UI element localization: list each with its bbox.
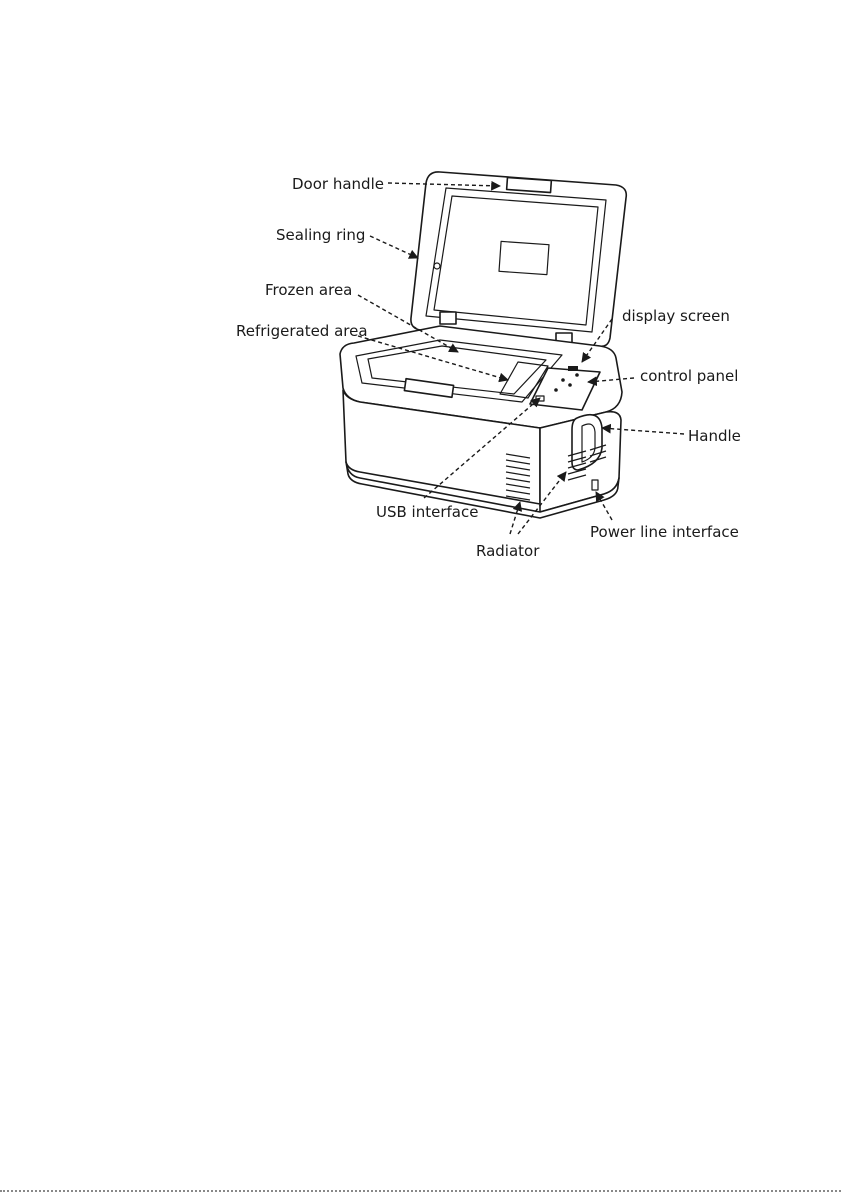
- label-door-handle: Door handle: [292, 175, 384, 193]
- label-sealing-ring: Sealing ring: [276, 226, 365, 244]
- label-power-line-interface: Power line interface: [590, 523, 739, 541]
- leader-sealing-ring: [370, 236, 418, 258]
- label-control-panel: control panel: [640, 367, 738, 385]
- label-display-screen: display screen: [622, 307, 730, 325]
- lid: [411, 172, 626, 346]
- label-frozen-area: Frozen area: [265, 281, 352, 299]
- label-radiator: Radiator: [476, 542, 540, 560]
- label-refrigerated-area: Refrigerated area: [236, 322, 368, 340]
- fridge-body: [340, 326, 622, 518]
- label-handle: Handle: [688, 427, 741, 445]
- fridge-illustration: [340, 172, 626, 518]
- label-usb-interface: USB interface: [376, 503, 478, 521]
